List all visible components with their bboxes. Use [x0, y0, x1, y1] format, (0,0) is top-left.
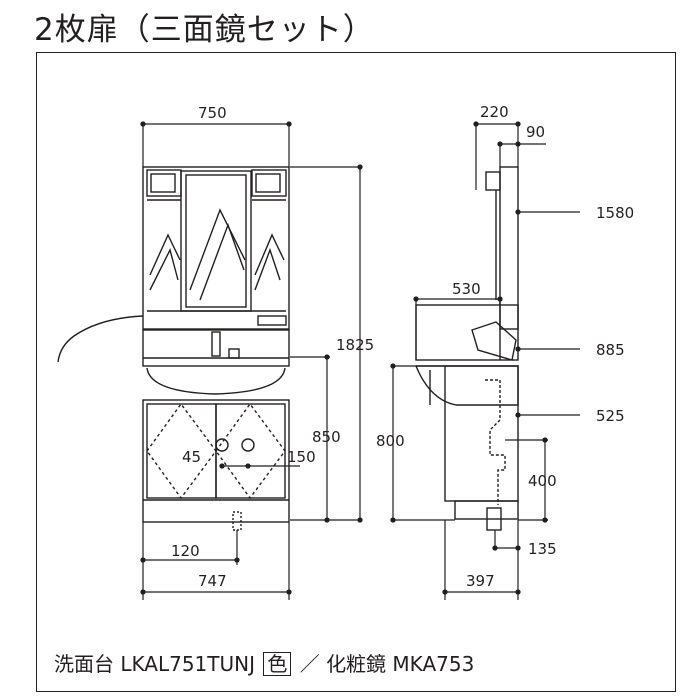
dim-side-counter-depth: 530	[452, 280, 481, 298]
dim-front-width-bottom: 747	[198, 572, 227, 590]
dim-side-depth-mirror: 220	[480, 103, 509, 121]
color-mark-badge: 色	[263, 652, 292, 676]
side-basin	[415, 365, 519, 406]
basin-label: 洗面台	[54, 652, 114, 676]
dim-side-drain-offset: 135	[528, 540, 557, 558]
dim-counter-height: 850	[312, 428, 341, 446]
side-light	[485, 171, 501, 191]
side-faucet	[471, 321, 517, 361]
mirror-cabinet-outline	[142, 166, 290, 330]
cabinet-outline	[142, 399, 290, 523]
mirror-label: 化粧鏡	[326, 652, 387, 676]
dim-front-width-top: 750	[198, 104, 227, 122]
front-view	[57, 166, 290, 531]
left-light-icon	[150, 173, 176, 193]
dim-side-faucet-height: 885	[596, 341, 625, 359]
dim-side-supply-low: 400	[528, 472, 557, 490]
dim-drain-offset-right: 150	[287, 448, 316, 466]
front-faucet	[211, 331, 221, 357]
model-footer: 洗面台 LKAL751TUNJ 色 ／ 化粧鏡 MKA753	[54, 648, 474, 677]
side-view	[415, 166, 519, 531]
dim-side-base-depth: 397	[466, 572, 495, 590]
dim-side-cabinet-height: 800	[376, 432, 405, 450]
dim-drain-position-bottom: 120	[171, 542, 200, 560]
side-cabinet	[444, 365, 519, 502]
basin-bowl	[146, 367, 286, 395]
mirror-model: MKA753	[392, 652, 475, 676]
center-mirror-door	[180, 170, 252, 312]
basin-model: LKAL751TUNJ	[120, 652, 255, 676]
footer-separator: ／	[299, 652, 320, 676]
dim-side-depth-mirror-small: 90	[526, 123, 545, 141]
right-light-icon	[255, 173, 281, 193]
dim-drain-offset-left: 45	[182, 448, 201, 466]
counter-outline	[142, 329, 290, 367]
dim-front-total-height: 1825	[336, 336, 374, 354]
side-mirror-cabinet	[499, 166, 519, 330]
dim-side-supply-height: 525	[596, 407, 625, 425]
side-counter	[415, 304, 519, 361]
control-panel	[257, 315, 287, 326]
dim-side-outlet-height: 1580	[596, 204, 634, 222]
drawing-title: 2枚扉（三面鏡セット）	[34, 12, 375, 48]
drawing-frame	[36, 52, 676, 692]
